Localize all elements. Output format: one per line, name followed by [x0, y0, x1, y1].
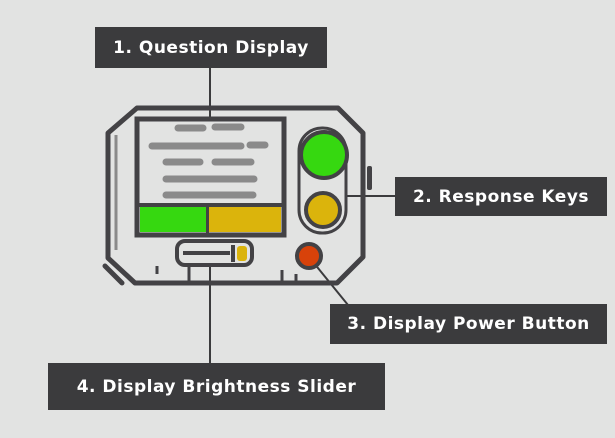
question-display	[134, 116, 287, 238]
yellow-response-key	[304, 191, 342, 229]
body-detail-marks	[155, 266, 298, 282]
label-question-display: 1. Question Display	[95, 27, 327, 68]
yellow-answer-bar	[209, 207, 281, 232]
device-body	[105, 105, 366, 286]
question-text-lines	[148, 123, 269, 199]
green-response-key	[299, 130, 349, 180]
label-power-button: 3. Display Power Button	[330, 304, 607, 344]
label-brightness-slider: 4. Display Brightness Slider	[48, 363, 385, 410]
green-answer-bar	[140, 207, 206, 232]
brightness-slider	[175, 239, 254, 267]
label-response-keys: 2. Response Keys	[395, 177, 607, 216]
response-keys	[297, 126, 349, 235]
body-corner-accent	[102, 263, 125, 286]
side-button	[367, 166, 372, 190]
power-button	[295, 242, 323, 270]
